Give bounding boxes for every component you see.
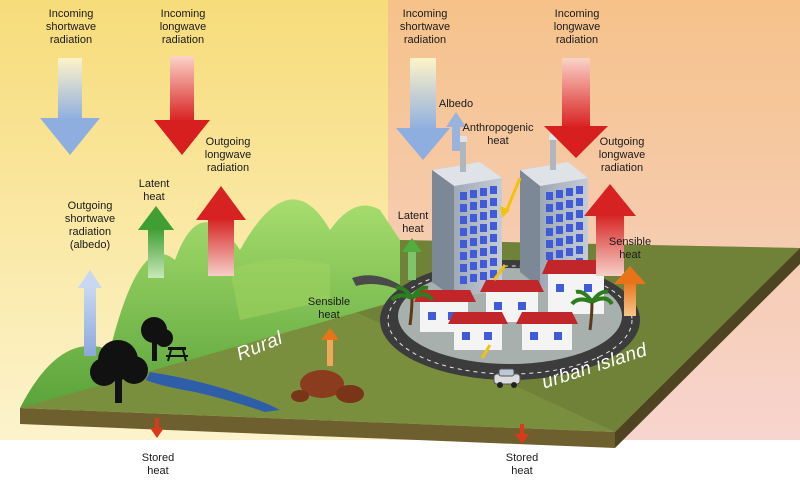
rock	[300, 370, 344, 398]
building-window	[460, 192, 467, 200]
rural-road	[352, 275, 404, 292]
building-window	[460, 240, 467, 248]
building-window	[490, 210, 497, 218]
label-anthropogenic-heat: Anthropogenic heat	[462, 122, 534, 147]
building-window	[566, 188, 573, 196]
building-window	[470, 214, 477, 222]
label-stored-heat-rural: Stored heat	[141, 452, 175, 477]
building-window	[566, 236, 573, 244]
ground-front	[20, 408, 615, 448]
label-incoming-shortwave-rural: Incoming shortwave radiation	[45, 8, 97, 46]
building-window	[490, 186, 497, 194]
label-stored-heat-urban: Stored heat	[505, 452, 539, 477]
anthropogenic-arrows	[480, 177, 522, 359]
building-window	[470, 274, 477, 282]
label-sensible-heat-rural: Sensible heat	[307, 296, 351, 321]
building-window	[546, 252, 553, 260]
building-window	[546, 240, 553, 248]
latent-heat-arrow-urban	[402, 238, 422, 280]
building-window	[546, 204, 553, 212]
building-window	[546, 192, 553, 200]
sensible-heat-arrow-urban	[614, 266, 646, 316]
building-window	[490, 198, 497, 206]
building-window	[490, 270, 497, 278]
stored-heat-arrow-urban	[515, 424, 529, 444]
incoming-shortwave-arrow-rural	[40, 58, 100, 155]
building-window	[566, 224, 573, 232]
building-window	[490, 258, 497, 266]
bottom-margin	[0, 440, 800, 489]
building-window	[480, 212, 487, 220]
building-window	[470, 250, 477, 258]
building-window	[480, 200, 487, 208]
label-latent-heat-urban: Latent heat	[397, 210, 429, 235]
label-outgoing-longwave-urban: Outgoing longwave radiation	[598, 136, 646, 174]
building-window	[576, 198, 583, 206]
building-window	[480, 188, 487, 196]
building-window	[470, 190, 477, 198]
building-window	[566, 200, 573, 208]
building-window	[556, 250, 563, 258]
outgoing-longwave-arrow-rural	[196, 186, 246, 276]
label-outgoing-longwave-rural: Outgoing longwave radiation	[204, 136, 252, 174]
picnic-table-icon	[166, 347, 188, 362]
incoming-longwave-arrow-urban	[544, 58, 608, 158]
building-window	[556, 238, 563, 246]
building-window	[460, 264, 467, 272]
building-window	[576, 222, 583, 230]
label-incoming-longwave-urban: Incoming longwave radiation	[553, 8, 601, 46]
building-window	[576, 234, 583, 242]
incoming-shortwave-arrow-urban	[396, 58, 450, 160]
tree-cluster	[90, 317, 173, 403]
label-latent-heat-rural: Latent heat	[138, 178, 170, 203]
sensible-heat-arrow-rural	[321, 328, 339, 366]
outgoing-longwave-arrow-urban	[584, 184, 636, 276]
stored-heat-arrow-rural	[150, 418, 164, 438]
palm-trees	[390, 285, 614, 331]
houses	[414, 260, 610, 350]
building-window	[556, 202, 563, 210]
building-window	[480, 224, 487, 232]
building-window	[470, 262, 477, 270]
outgoing-shortwave-arrow-rural	[78, 270, 102, 356]
albedo-arrow-urban	[446, 112, 466, 151]
incoming-longwave-arrow-rural	[154, 56, 210, 155]
car-icon	[493, 368, 521, 388]
building-window	[480, 248, 487, 256]
building-window	[470, 226, 477, 234]
building-window	[460, 204, 467, 212]
label-incoming-longwave-rural: Incoming longwave radiation	[159, 8, 207, 46]
building-window	[546, 228, 553, 236]
label-incoming-shortwave-urban: Incoming shortwave radiation	[399, 8, 451, 46]
river	[146, 372, 280, 412]
building-window	[480, 260, 487, 268]
label-albedo-urban: Albedo	[438, 98, 474, 110]
building-window	[470, 238, 477, 246]
building-window	[490, 234, 497, 242]
building-window	[480, 272, 487, 280]
ground-side	[615, 248, 800, 448]
building-window	[460, 216, 467, 224]
latent-heat-arrow-rural	[138, 206, 174, 278]
building-window	[556, 214, 563, 222]
building-window	[490, 222, 497, 230]
label-outgoing-shortwave-rural: Outgoing shortwave radiation (albedo)	[64, 200, 116, 251]
building-window	[490, 246, 497, 254]
building-window	[460, 252, 467, 260]
building-window	[480, 236, 487, 244]
building-window	[576, 210, 583, 218]
building-window	[556, 190, 563, 198]
building-window	[556, 226, 563, 234]
building-window	[576, 246, 583, 254]
building-window	[460, 276, 467, 284]
building-window	[566, 248, 573, 256]
building-window	[460, 228, 467, 236]
building-window	[566, 212, 573, 220]
building-window	[470, 202, 477, 210]
label-sensible-heat-urban: Sensible heat	[608, 236, 652, 261]
building-window	[546, 216, 553, 224]
building-window	[576, 186, 583, 194]
